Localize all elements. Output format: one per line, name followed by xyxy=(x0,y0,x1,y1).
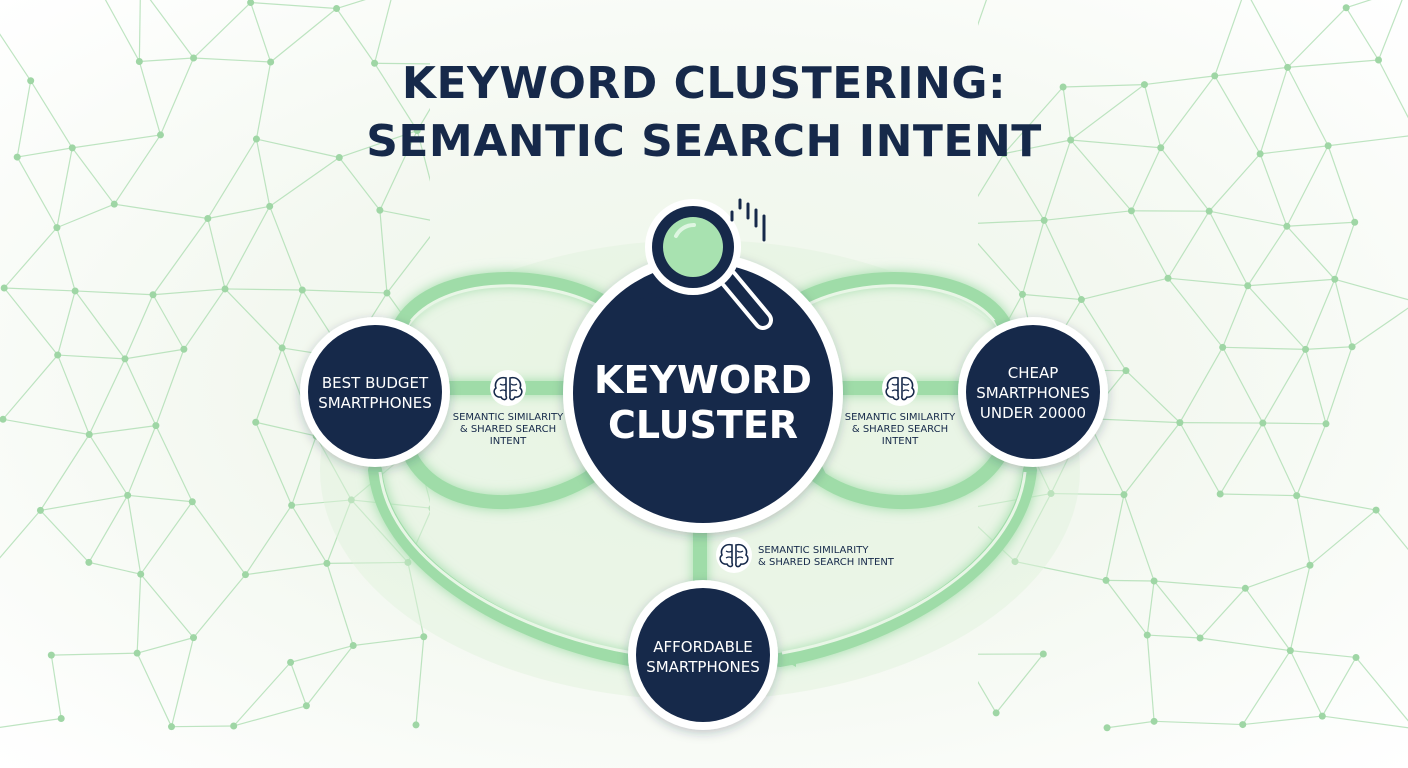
right-conn-line-3: INTENT xyxy=(882,436,919,447)
left-conn-line-3: INTENT xyxy=(490,436,527,447)
center-node: KEYWORD CLUSTER xyxy=(563,253,843,533)
keyword-node-left: BEST BUDGET SMARTPHONES xyxy=(300,317,450,467)
right-node-line-2: SMARTPHONES xyxy=(976,384,1090,402)
left-conn-line-2: & SHARED SEARCH xyxy=(460,424,556,435)
bottom-conn-line-2: & SHARED SEARCH INTENT xyxy=(758,557,895,568)
right-node-line-1: CHEAP xyxy=(1008,364,1059,382)
bottom-conn-line-1: SEMANTIC SIMILARITY xyxy=(758,545,869,556)
brain-icon xyxy=(716,537,752,573)
keyword-node-right: CHEAP SMARTPHONES UNDER 20000 xyxy=(958,317,1108,467)
brain-icon xyxy=(882,370,918,406)
left-node-line-2: SMARTPHONES xyxy=(318,394,432,412)
brain-icon xyxy=(490,370,526,406)
center-node-line-2: CLUSTER xyxy=(608,403,798,447)
left-conn-line-1: SEMANTIC SIMILARITY xyxy=(453,412,564,423)
keyword-node-bottom: AFFORDABLE SMARTPHONES xyxy=(628,580,778,730)
left-node-line-1: BEST BUDGET xyxy=(322,374,429,392)
right-conn-line-1: SEMANTIC SIMILARITY xyxy=(845,412,956,423)
center-node-line-1: KEYWORD xyxy=(594,358,812,402)
bottom-node-line-1: AFFORDABLE xyxy=(653,638,752,656)
right-node-line-3: UNDER 20000 xyxy=(980,404,1086,422)
right-conn-line-2: & SHARED SEARCH xyxy=(852,424,948,435)
bottom-node-line-2: SMARTPHONES xyxy=(646,658,760,676)
